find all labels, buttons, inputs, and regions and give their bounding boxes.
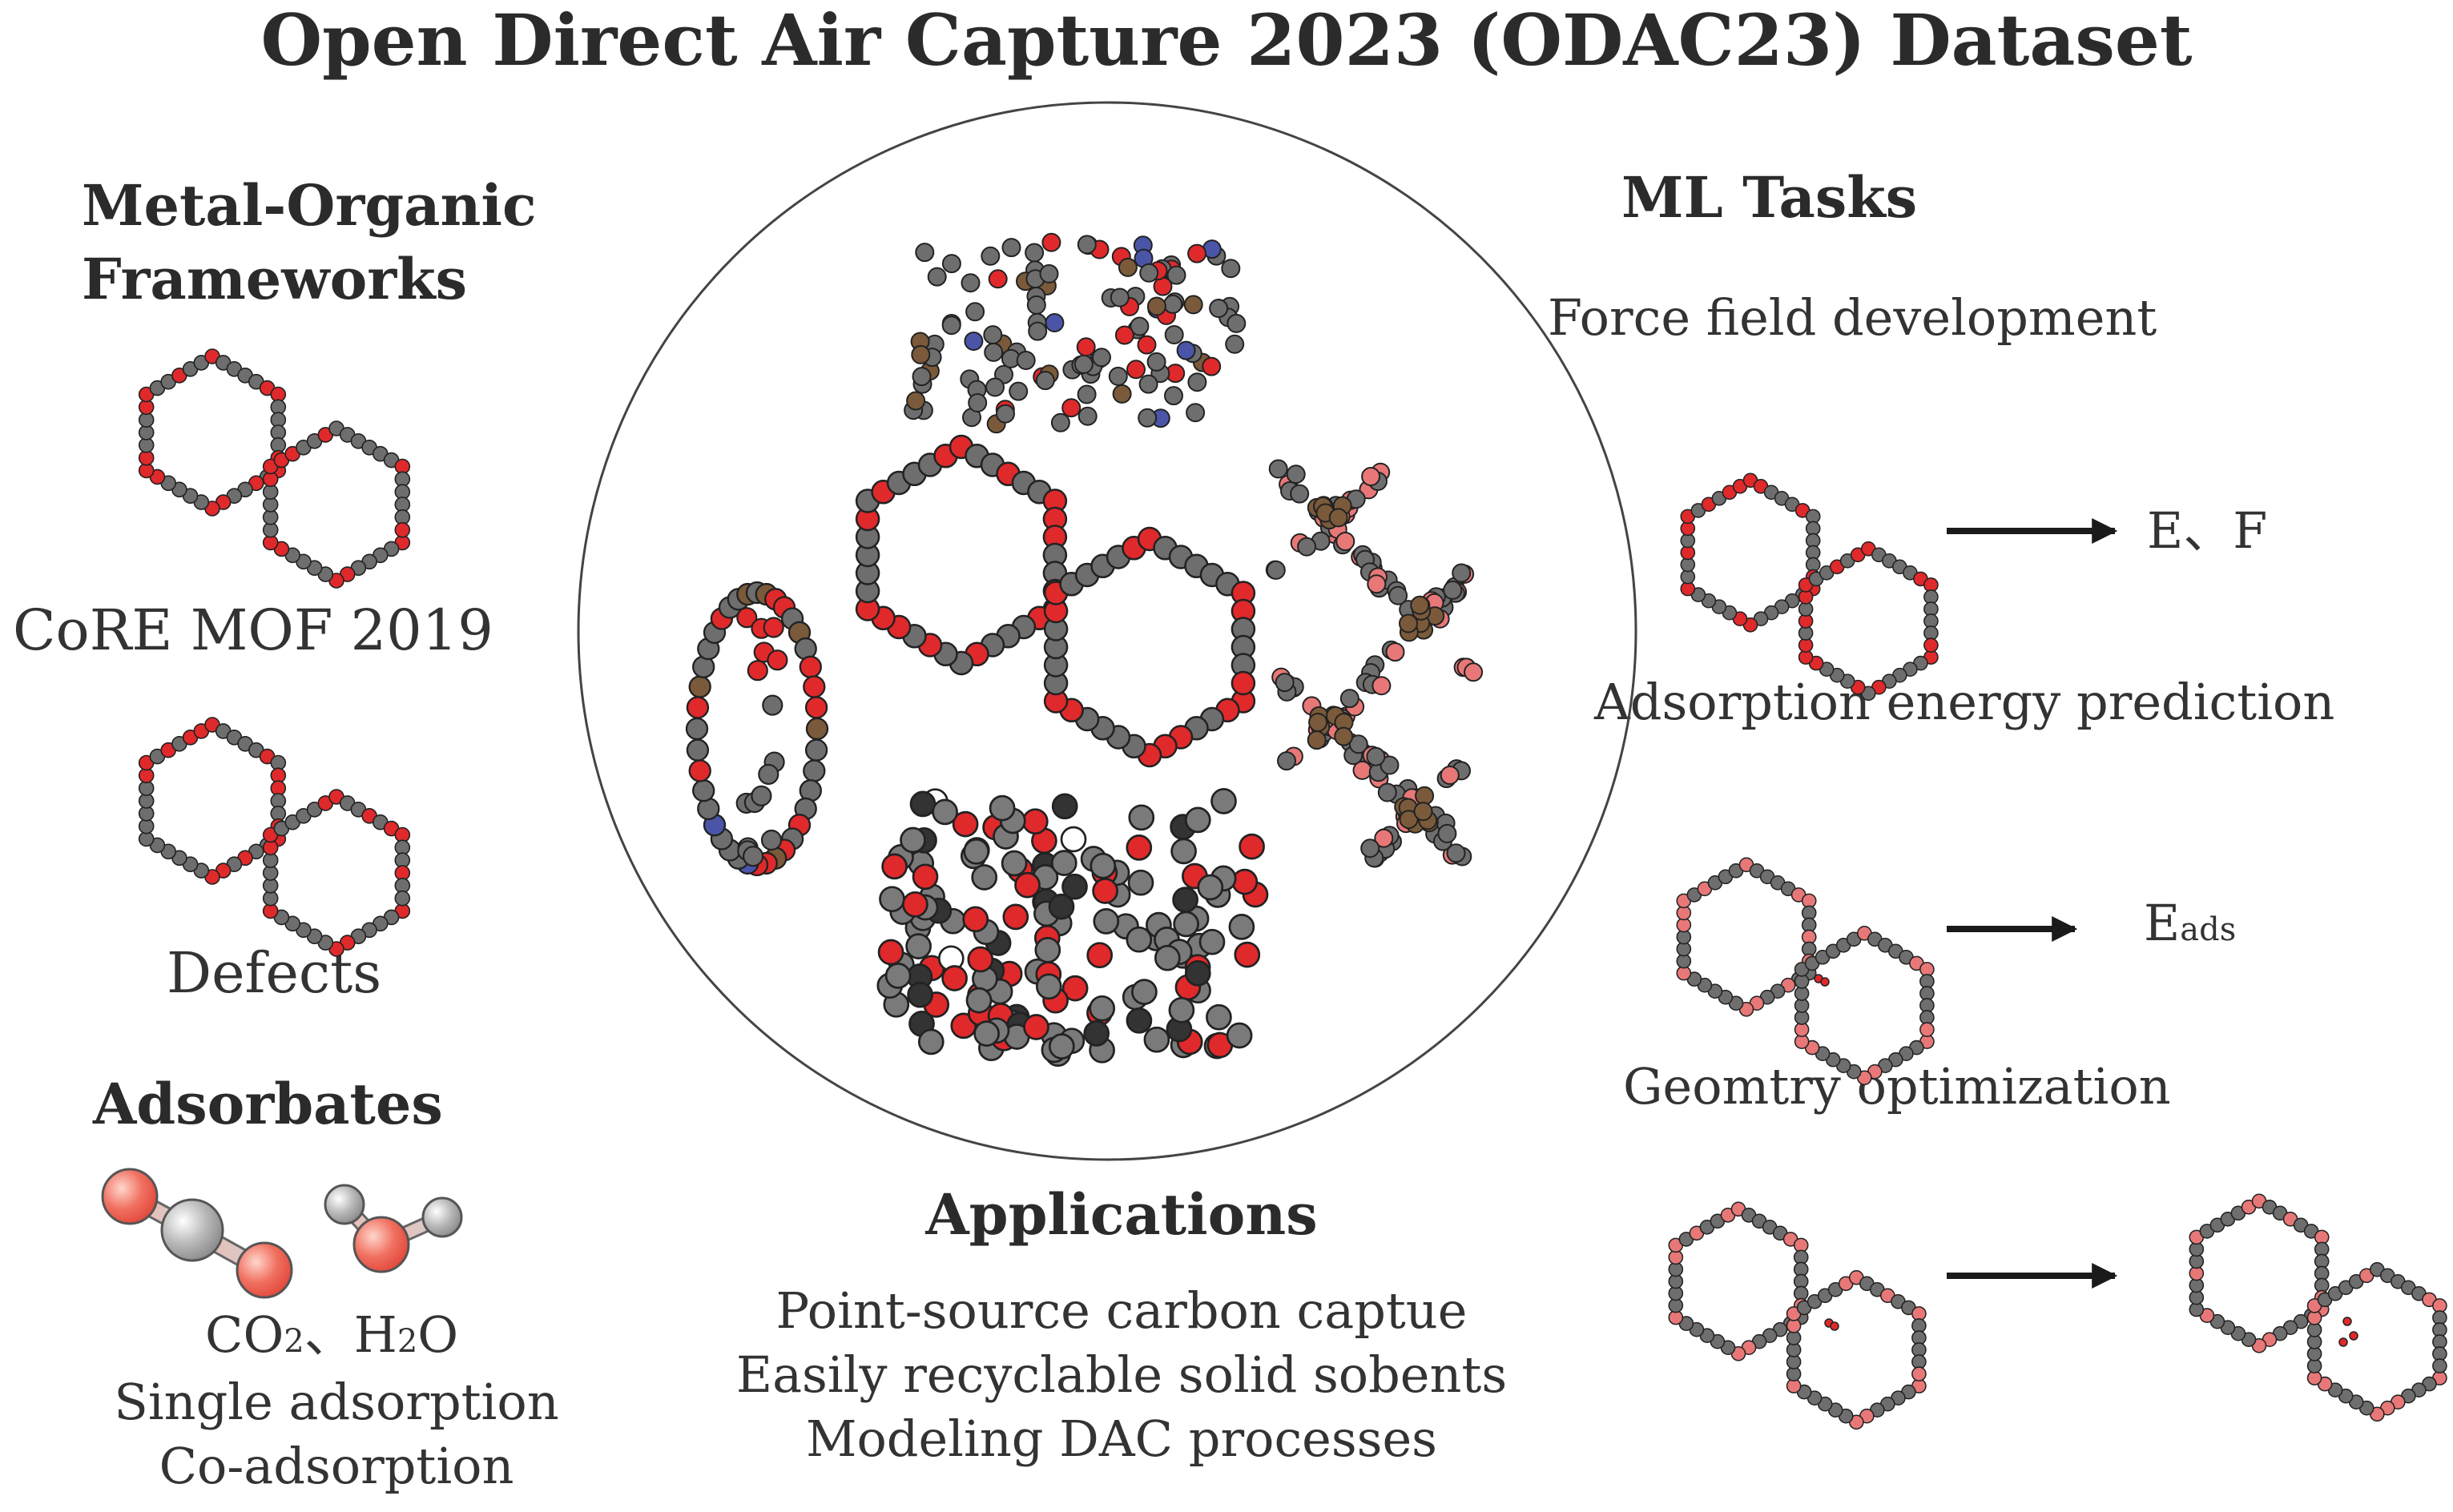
co2-subscript: 2 [284,1323,304,1360]
application-item-2: Easily recyclable solid sobents [735,1345,1508,1404]
formula-separator: 、 [304,1305,354,1364]
mof-cluster-icon [1680,472,1939,702]
single-adsorption-label: Single adsorption [114,1373,559,1431]
mof-heading-line1: Metal-Organic [82,172,537,239]
eads-subscript: ads [2180,911,2237,948]
page-title: Open Direct Air Capture 2023 (ODAC23) Da… [260,0,2193,82]
h2o-molecule-icon [421,1196,463,1238]
eads-main: E [2144,894,2181,952]
task-geometry-optimization: Geomtry optimization [1623,1057,2171,1116]
task-adsorption-energy-output: Eads [2144,899,2236,948]
task-adsorption-energy: Adsorption energy prediction [1594,673,2335,731]
defects-label: Defects [167,940,382,1006]
mof-heading-line2: Frameworks [82,246,468,312]
co-adsorption-label: Co-adsorption [159,1437,514,1495]
ml-tasks-heading: ML Tasks [1621,164,1918,231]
h2o-subscript: 2 [397,1323,418,1360]
application-item-3: Modeling DAC processes [805,1409,1438,1468]
applications-heading: Applications [925,1181,1318,1248]
adsorbate-formula: CO2、H2O [205,1310,458,1360]
co2-formula: CO [205,1305,284,1364]
adsorbates-heading: Adsorbates [93,1071,443,1137]
h2o-formula-h: H [353,1305,397,1364]
mof-cluster-icon [1668,1201,1927,1430]
task-force-field-output: E、F [2147,501,2268,560]
mof-cluster-icon [138,348,411,589]
core-mof-label: CoRE MOF 2019 [13,597,493,663]
mof-cluster-icon [138,717,411,957]
dataset-circle [577,101,1637,1161]
mof-cluster-icon [1676,857,1935,1086]
mof-cluster-icon [2189,1193,2447,1422]
h2o-formula-o: O [417,1305,459,1364]
application-item-1: Point-source carbon captue [775,1281,1468,1340]
task-force-field: Force field development [1548,288,2157,347]
